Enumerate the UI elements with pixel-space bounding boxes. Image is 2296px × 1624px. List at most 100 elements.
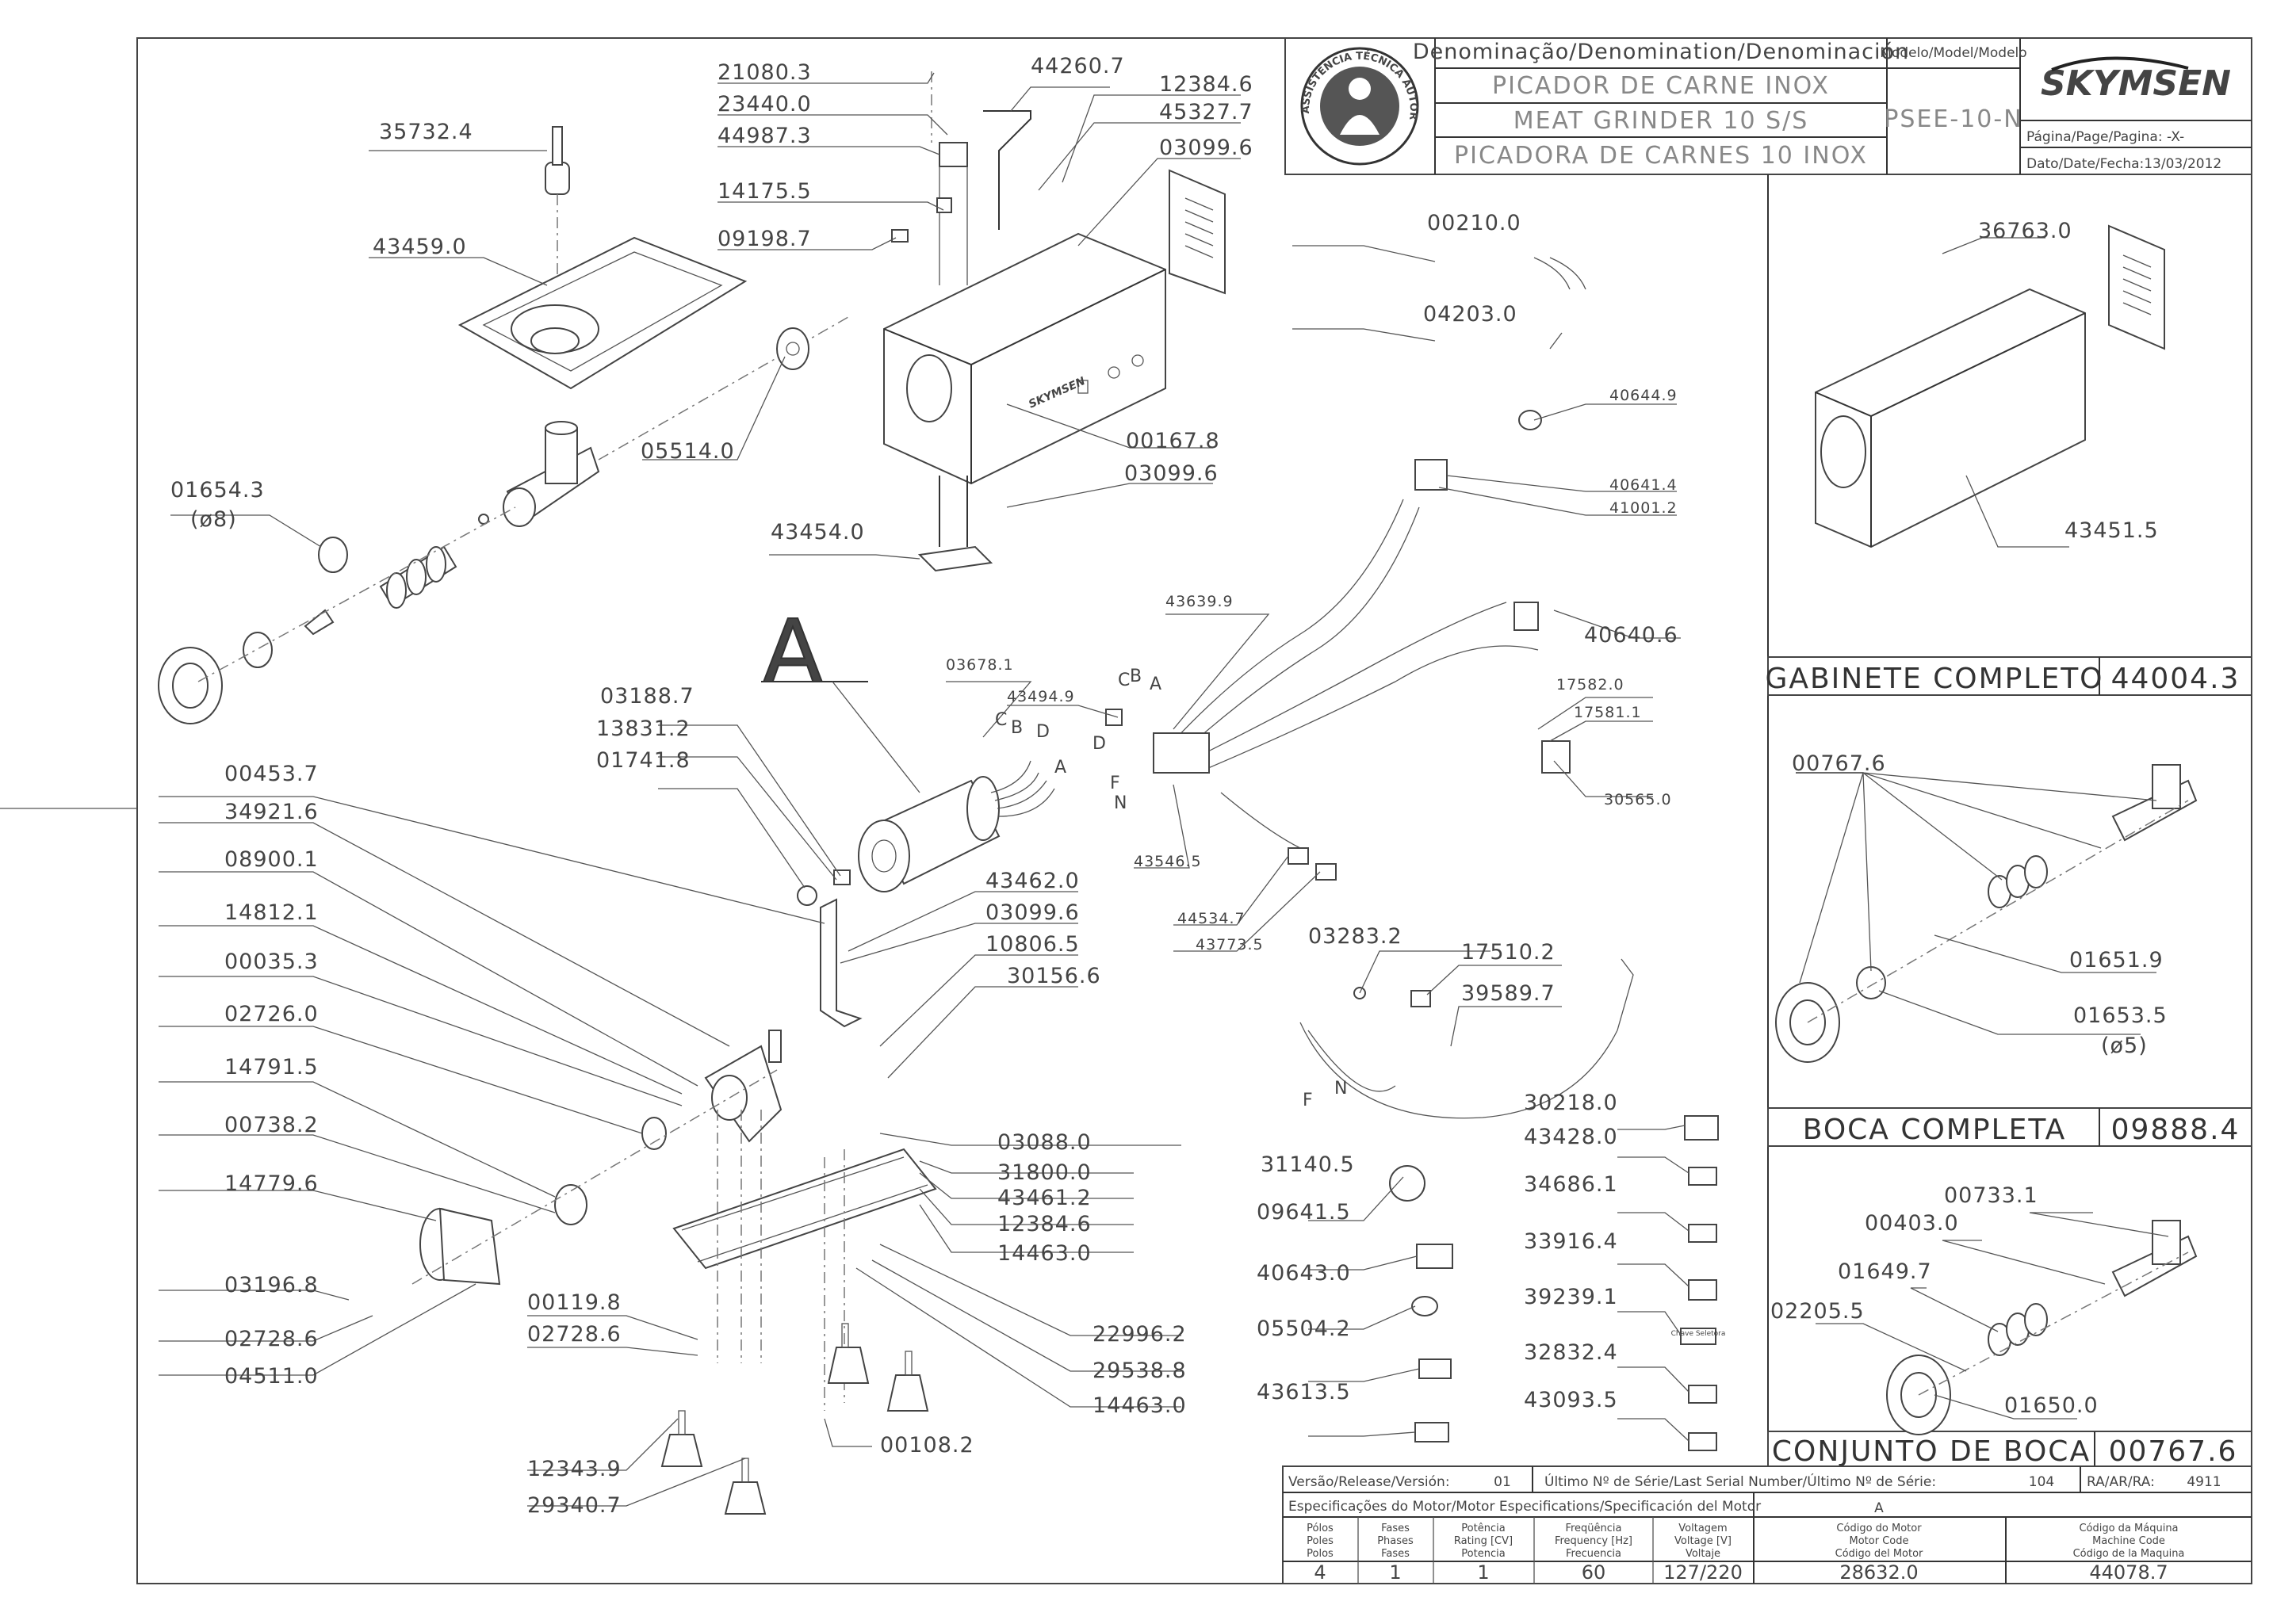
mouth-set-section-code: 00767.6: [2109, 1435, 2238, 1468]
part-label: 40644.9: [1609, 387, 1678, 404]
version-label: Versão/Release/Versión:: [1288, 1474, 1450, 1490]
cabinet-section-label: GABINETE COMPLETO: [1765, 663, 2103, 695]
tray-drawing: [457, 236, 748, 390]
wire-letter-c-2: C: [1118, 671, 1130, 690]
part-label: 44260.7: [1031, 54, 1125, 78]
part-label: 03099.6: [1159, 136, 1253, 160]
part-label: 01649.7: [1838, 1259, 1932, 1284]
part-label: 22996.2: [1093, 1322, 1187, 1347]
part-label: 09641.5: [1257, 1200, 1351, 1225]
mouth-complete-drawing: [1775, 764, 2198, 1063]
col-volt-en: Voltage [V]: [1674, 1535, 1732, 1547]
mouth-set-section-label: CONJUNTO DE BOCA: [1772, 1435, 2091, 1468]
part-label: 02728.6: [224, 1327, 319, 1351]
part-label: (ø8): [190, 507, 237, 532]
capacitor-bracket-drawing: [820, 898, 863, 1028]
part-label: 00767.6: [1792, 751, 1886, 776]
svg-text:SKYMSEN: SKYMSEN: [2041, 63, 2231, 104]
wire-letter-d: D: [1036, 722, 1050, 742]
part-label: (ø5): [2101, 1034, 2148, 1058]
phases-value: 1: [1389, 1561, 1401, 1584]
col-freq-es: Frecuencia: [1566, 1548, 1621, 1560]
machine-code-value: 44078.7: [2089, 1561, 2168, 1584]
part-label: 29538.8: [1093, 1358, 1187, 1383]
wire-letter-a-2: A: [1150, 674, 1161, 694]
part-label: 14463.0: [997, 1241, 1092, 1266]
part-label: 14779.6: [224, 1171, 319, 1196]
part-label: 39589.7: [1461, 981, 1556, 1006]
col-phases-en: Phases: [1377, 1535, 1414, 1547]
part-label: 02205.5: [1770, 1299, 1865, 1324]
part-label: 44534.7: [1177, 910, 1246, 927]
col-phases-pt: Fases: [1381, 1523, 1410, 1534]
part-label: 10806.5: [985, 932, 1080, 957]
part-label: 13831.2: [596, 716, 691, 741]
part-label: 43773.5: [1196, 936, 1264, 953]
part-label: 43546.5: [1134, 853, 1202, 870]
col-power-pt: Potência: [1461, 1523, 1505, 1534]
cabinet-section-code: 44004.3: [2111, 663, 2241, 695]
col-poles-pt: Pólos: [1307, 1523, 1334, 1534]
product-name-en: MEAT GRINDER 10 S/S: [1513, 107, 1809, 135]
column-drawing: [891, 71, 1031, 572]
part-label: 03196.8: [224, 1273, 319, 1297]
part-label: 12343.9: [527, 1457, 622, 1481]
stickers-drawing: Chave Seletora: [1389, 1115, 1726, 1451]
col-machine-code-en: Machine Code: [2092, 1535, 2165, 1547]
switch-sticker-text: Chave Seletora: [1671, 1330, 1726, 1338]
ra-label: RA/AR/RA:: [2087, 1474, 2155, 1490]
part-label: 43428.0: [1524, 1125, 1618, 1149]
col-volt-es: Voltaje: [1686, 1548, 1720, 1560]
part-label: 03088.0: [997, 1130, 1092, 1155]
col-machine-code-pt: Código da Máquina: [2079, 1523, 2178, 1534]
part-label: 31800.0: [997, 1160, 1092, 1185]
part-label: 02728.6: [527, 1322, 622, 1347]
part-label: 12384.6: [1159, 72, 1253, 97]
part-label: 40640.6: [1584, 623, 1678, 648]
wire-letter-c: C: [995, 710, 1007, 730]
part-label: 34921.6: [224, 800, 319, 824]
col-power-es: Potencia: [1461, 1548, 1505, 1560]
product-name-es: PICADORA DE CARNES 10 INOX: [1454, 142, 1868, 170]
wire-letter-f-2: F: [1303, 1091, 1313, 1110]
wire-letter-n: N: [1114, 793, 1127, 813]
part-label: 14812.1: [224, 900, 319, 925]
part-label: 43459.0: [373, 235, 467, 259]
part-label: 01650.0: [2004, 1393, 2099, 1418]
part-label: 00035.3: [224, 950, 319, 974]
col-phases-es: Fases: [1381, 1548, 1410, 1560]
wire-letters: C B A D C B A D F N F N: [995, 667, 1347, 1110]
col-motor-code-es: Código del Motor: [1835, 1548, 1923, 1560]
part-label: 31140.5: [1261, 1152, 1355, 1177]
part-label: 43462.0: [985, 869, 1080, 893]
part-label: 00738.2: [224, 1113, 319, 1137]
part-label: 04511.0: [224, 1364, 319, 1389]
part-label: 33916.4: [1524, 1229, 1618, 1254]
part-label: 03099.6: [985, 900, 1080, 925]
title-block: ASSISTÊNCIA TÉCNICA AUTORIZADA Denominaç…: [0, 0, 2252, 175]
wiring-harness-drawing: [1105, 257, 1634, 1119]
right-panels: GABINETE COMPLETO 44004.3 BOCA COMPLETA …: [1765, 174, 2252, 1468]
col-machine-code-es: Código de la Maquina: [2073, 1548, 2185, 1560]
part-label: 00733.1: [1944, 1183, 2038, 1208]
part-label: 00210.0: [1427, 211, 1521, 235]
part-label: 14175.5: [718, 179, 812, 204]
part-label: 35732.4: [379, 120, 473, 144]
product-name-pt: PICADOR DE CARNE INOX: [1492, 72, 1830, 100]
part-label: 44987.3: [718, 124, 812, 148]
power-value: 1: [1477, 1561, 1489, 1584]
part-label: 02726.0: [224, 1002, 319, 1026]
part-label: 03188.7: [600, 684, 695, 709]
footer-table: Versão/Release/Versión: 01 Último Nº de …: [1282, 1465, 2252, 1584]
volt-value: 127/220: [1663, 1561, 1743, 1584]
col-freq-pt: Freqüência: [1565, 1523, 1621, 1534]
page-label: Página/Page/Pagina: -X-: [2026, 129, 2184, 145]
version-value: 01: [1494, 1474, 1511, 1490]
part-label: 21080.3: [718, 60, 812, 85]
motor-drawing: [797, 760, 1055, 906]
part-label: 40643.0: [1257, 1261, 1351, 1286]
motor-letter-a: A: [763, 601, 822, 702]
model-number: PSEE-10-N: [1884, 105, 2022, 133]
part-label: 00453.7: [224, 762, 319, 786]
